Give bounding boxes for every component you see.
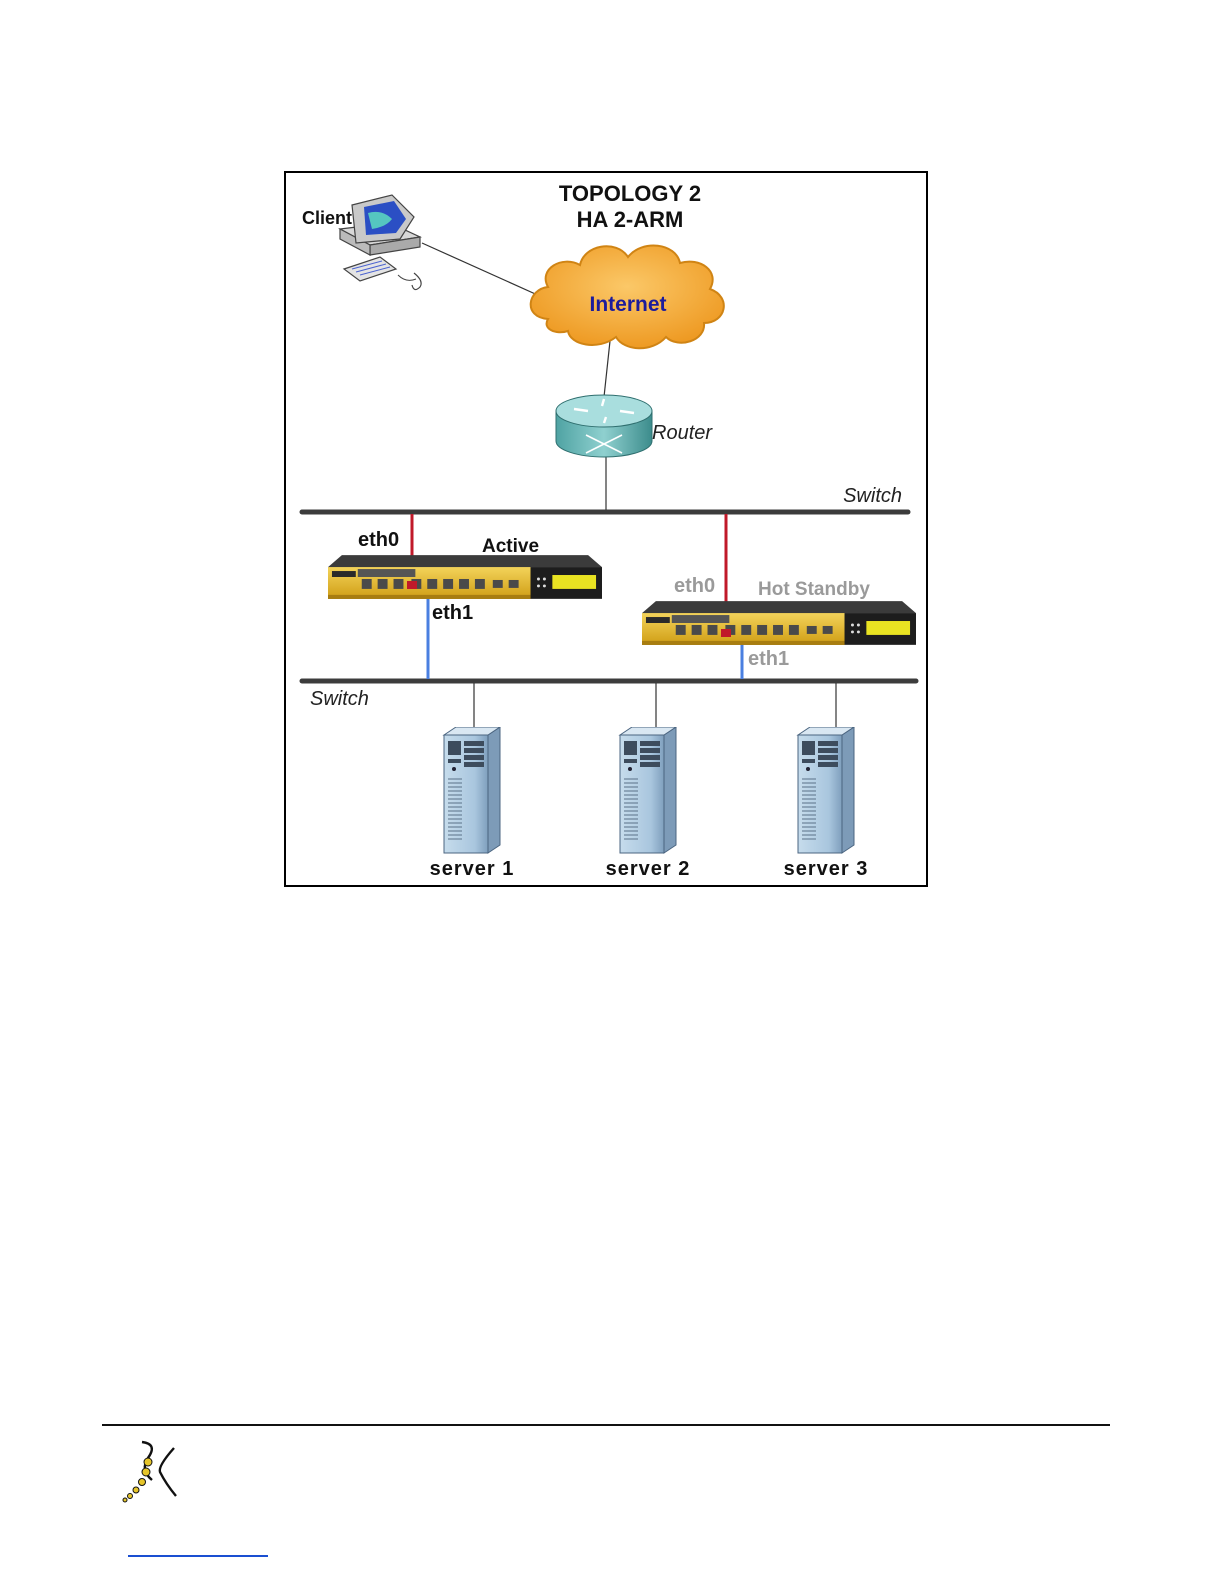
standby-status-label: Hot Standby (758, 579, 870, 600)
standby-eth1-label: eth1 (748, 648, 789, 670)
footer-rule (102, 1424, 1110, 1426)
client-label: Client (302, 208, 352, 228)
bottom-switch-label: Switch (310, 688, 369, 710)
active-appliance-icon (328, 555, 602, 599)
server-tower-icon (620, 727, 676, 853)
standby-eth0-label: eth0 (674, 575, 715, 597)
router-icon (556, 395, 652, 457)
standby-appliance-icon (642, 601, 916, 645)
internet-label: Internet (589, 293, 666, 316)
client-internet-link (422, 243, 542, 297)
router-label: Router (652, 422, 713, 444)
top-switch-label: Switch (843, 485, 902, 507)
client-computer-icon (340, 195, 421, 290)
server-tower-icon (444, 727, 500, 853)
diagram-title-line2: HA 2-ARM (577, 207, 684, 232)
server1-label: server 1 (430, 858, 515, 880)
topology-diagram: TOPOLOGY 2 HA 2-ARM Client Internet (284, 171, 928, 887)
standby-eth0-port (721, 629, 731, 637)
server2-label: server 2 (606, 858, 691, 880)
server-tower-icon (798, 727, 854, 853)
active-eth0-port (407, 581, 417, 589)
active-status-label: Active (482, 536, 539, 557)
footer-link-underline[interactable] (128, 1555, 268, 1557)
active-eth0-label: eth0 (358, 529, 399, 551)
internet-router-link (604, 341, 610, 397)
server3-label: server 3 (784, 858, 869, 880)
topology-diagram-svg: TOPOLOGY 2 HA 2-ARM Client Internet (286, 173, 930, 889)
diagram-title-line1: TOPOLOGY 2 (559, 181, 701, 206)
active-eth1-label: eth1 (432, 602, 473, 624)
company-logo-icon (118, 1436, 182, 1511)
